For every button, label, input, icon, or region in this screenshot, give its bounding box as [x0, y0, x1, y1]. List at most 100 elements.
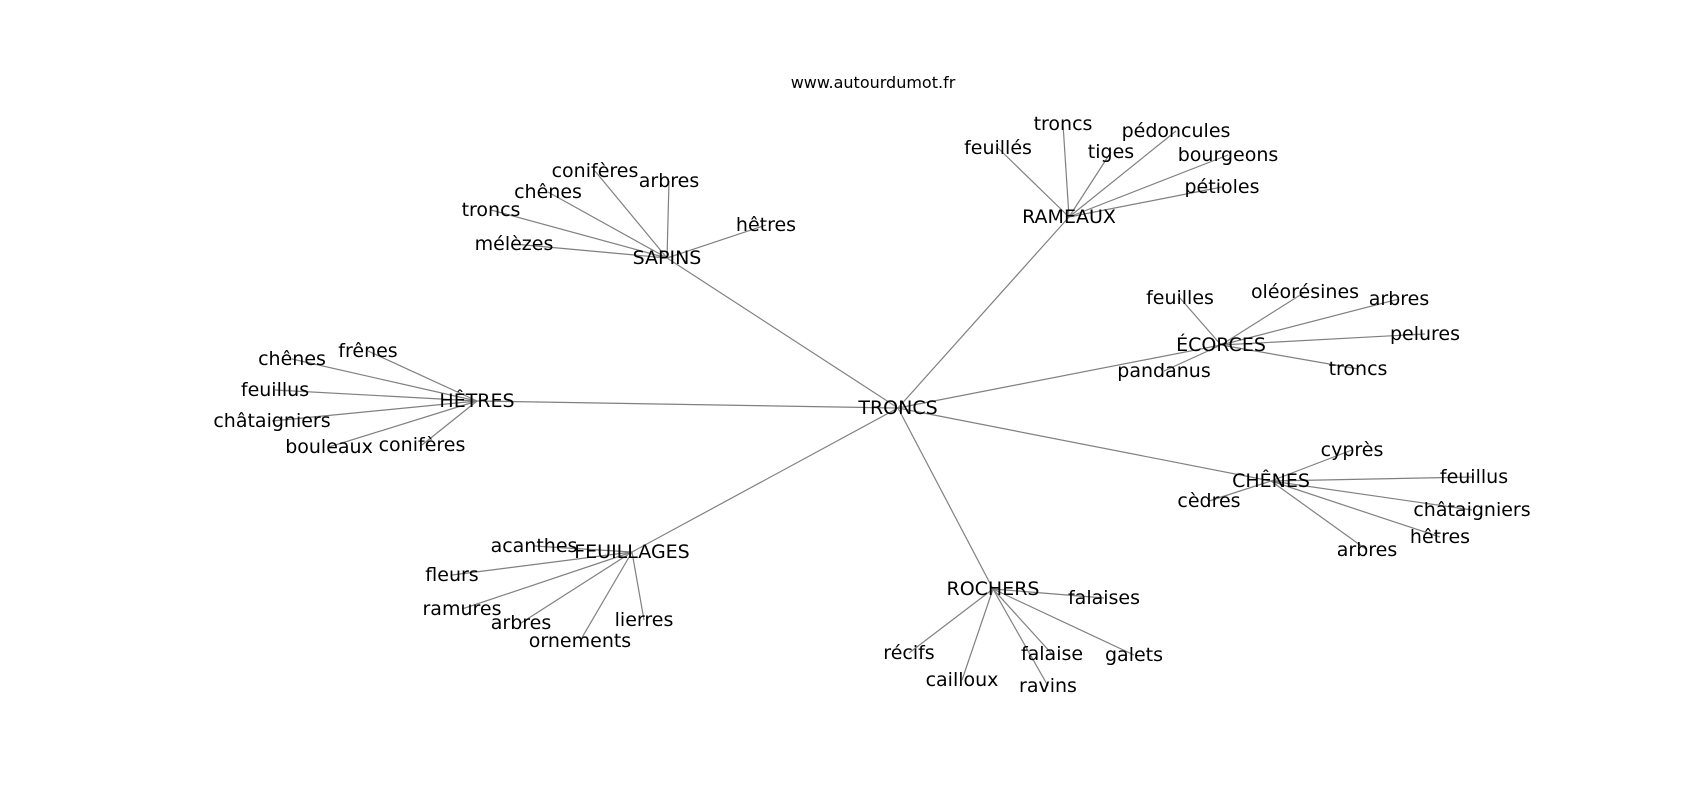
leaf-sapins-melezes: mélèzes: [475, 233, 554, 255]
edge-rochers-falaises: [992, 588, 1105, 599]
edge-hetres-frenes: [367, 350, 478, 402]
edge-rochers-galets: [992, 588, 1135, 656]
edges: [271, 123, 1475, 687]
leaf-hetres-frenes: frênes: [338, 340, 397, 362]
edge-troncs-sapins: [666, 257, 899, 409]
edge-ecorces-pelures: [1220, 333, 1426, 346]
edge-sapins-hetres: [666, 224, 767, 259]
leaf-ecorces-arbres: arbres: [1369, 288, 1430, 310]
edge-rameaux-tiges: [1068, 151, 1112, 218]
edge-rameaux-pedoncules: [1068, 130, 1177, 218]
leaf-chenes-arbres: arbres: [1337, 539, 1398, 561]
edge-rameaux-petioles: [1068, 186, 1223, 218]
edge-rochers-cailloux: [961, 588, 994, 681]
leaf-chenes-hetres: hêtres: [1410, 526, 1470, 548]
leaf-ecorces-feuilles: feuilles: [1146, 287, 1214, 309]
edge-chenes-hetres: [1270, 480, 1441, 538]
edge-hetres-chenes: [291, 358, 478, 402]
leaf-feuillages-fleurs: fleurs: [425, 564, 478, 586]
leaf-feuillages-ornements: ornements: [529, 630, 631, 652]
leaf-feuillages-acanthes: acanthes: [491, 535, 578, 557]
node-rochers: ROCHERS: [947, 578, 1040, 600]
leaf-chenes-cypres: cyprès: [1321, 439, 1384, 461]
leaf-sapins-coniferes: conifères: [552, 160, 639, 182]
leaf-sapins-chenes: chênes: [514, 181, 582, 203]
edge-rameaux-bourgeons: [1068, 154, 1229, 218]
edge-rameaux-feuilles: [997, 147, 1070, 218]
site-credit: www.autourdumot.fr: [791, 73, 956, 92]
leaf-feuillages-lierres: lierres: [615, 609, 674, 631]
edge-troncs-hetres: [476, 400, 899, 409]
leaf-ecorces-pelures: pelures: [1390, 323, 1460, 345]
leaf-feuillages-ramures: ramures: [423, 598, 502, 620]
edge-ecorces-troncs: [1220, 344, 1359, 370]
edge-feuillages-fleurs: [451, 551, 633, 576]
edge-troncs-rochers: [897, 407, 994, 590]
leaf-rochers-ravins: ravins: [1019, 675, 1077, 697]
edge-troncs-chenes: [897, 407, 1272, 482]
edge-feuillages-acanthes: [533, 545, 633, 553]
leaf-chenes-cedres: cèdres: [1177, 490, 1240, 512]
leaf-hetres-chataigniers: châtaigniers: [213, 410, 330, 432]
leaf-rameaux-tiges: tiges: [1088, 141, 1134, 163]
leaf-ecorces-pandanus: pandanus: [1117, 360, 1210, 382]
edge-feuillages-arbres: [520, 551, 633, 624]
leaf-rochers-galets: galets: [1105, 644, 1163, 666]
edge-rochers-ravins: [992, 588, 1049, 687]
node-troncs: TRONCS: [857, 397, 937, 419]
node-chenes: CHÊNES: [1232, 469, 1310, 492]
edge-ecorces-arbres: [1220, 298, 1400, 346]
leaf-hetres-chenes: chênes: [258, 348, 326, 370]
leaf-rochers-cailloux: cailloux: [926, 669, 999, 691]
leaf-rameaux-feuilles: feuillés: [964, 137, 1032, 159]
edge-troncs-feuillages: [631, 407, 899, 553]
edge-troncs-rameaux: [897, 216, 1070, 409]
leaf-chenes-chataigniers: châtaigniers: [1413, 499, 1530, 521]
edge-feuillages-lierres: [631, 551, 645, 621]
leaf-sapins-hetres: hêtres: [736, 214, 796, 236]
node-hetres: HÊTRES: [439, 389, 514, 412]
edge-hetres-bouleaux: [328, 400, 478, 448]
edge-rameaux-troncs: [1062, 123, 1070, 218]
leaf-rameaux-pedoncules: pédoncules: [1122, 120, 1231, 142]
leaf-rameaux-petioles: pétioles: [1185, 176, 1260, 198]
leaf-chenes-feuillus: feuillus: [1440, 466, 1508, 488]
edge-feuillages-ornements: [579, 551, 633, 642]
node-feuillages: FEUILLAGES: [574, 541, 690, 563]
leaf-hetres-feuillus: feuillus: [241, 379, 309, 401]
edge-troncs-ecorces: [897, 344, 1222, 409]
leaf-rochers-falaises: falaises: [1068, 587, 1140, 609]
leaf-rameaux-bourgeons: bourgeons: [1178, 144, 1279, 166]
edge-hetres-coniferes: [421, 400, 478, 446]
leaf-hetres-bouleaux: bouleaux: [285, 436, 373, 458]
leaf-rochers-recifs: récifs: [883, 642, 934, 664]
edge-hetres-chataigniers: [271, 400, 478, 422]
leaf-hetres-coniferes: conifères: [379, 434, 466, 456]
edge-chenes-cedres: [1208, 480, 1272, 502]
leaf-ecorces-troncs: troncs: [1329, 358, 1388, 380]
edge-ecorces-pandanus: [1163, 344, 1222, 372]
node-ecorces: ÉCORCES: [1176, 333, 1266, 356]
edge-sapins-troncs: [490, 209, 668, 259]
edge-rochers-recifs: [908, 588, 994, 654]
leaf-rameaux-troncs: troncs: [1034, 113, 1093, 135]
edge-sapins-chenes: [547, 191, 668, 259]
edge-sapins-melezes: [513, 243, 668, 259]
edge-sapins-coniferes: [594, 170, 668, 259]
edge-ecorces-feuilles: [1179, 297, 1222, 346]
edge-chenes-chataigniers: [1270, 480, 1473, 511]
edge-rochers-falaise: [992, 588, 1053, 655]
node-rameaux: RAMEAUX: [1022, 206, 1116, 228]
edge-feuillages-ramures: [461, 551, 633, 610]
edge-chenes-arbres: [1270, 480, 1368, 551]
edge-chenes-cypres: [1270, 449, 1353, 482]
edge-sapins-arbres: [666, 180, 670, 259]
leaf-rochers-falaise: falaise: [1021, 643, 1083, 665]
edge-chenes-feuillus: [1270, 476, 1475, 482]
node-sapins: SAPINS: [633, 247, 702, 269]
leaf-sapins-arbres: arbres: [639, 170, 700, 192]
edge-ecorces-oleoresines: [1220, 291, 1306, 346]
leaf-ecorces-oleoresines: oléorésines: [1251, 281, 1359, 303]
